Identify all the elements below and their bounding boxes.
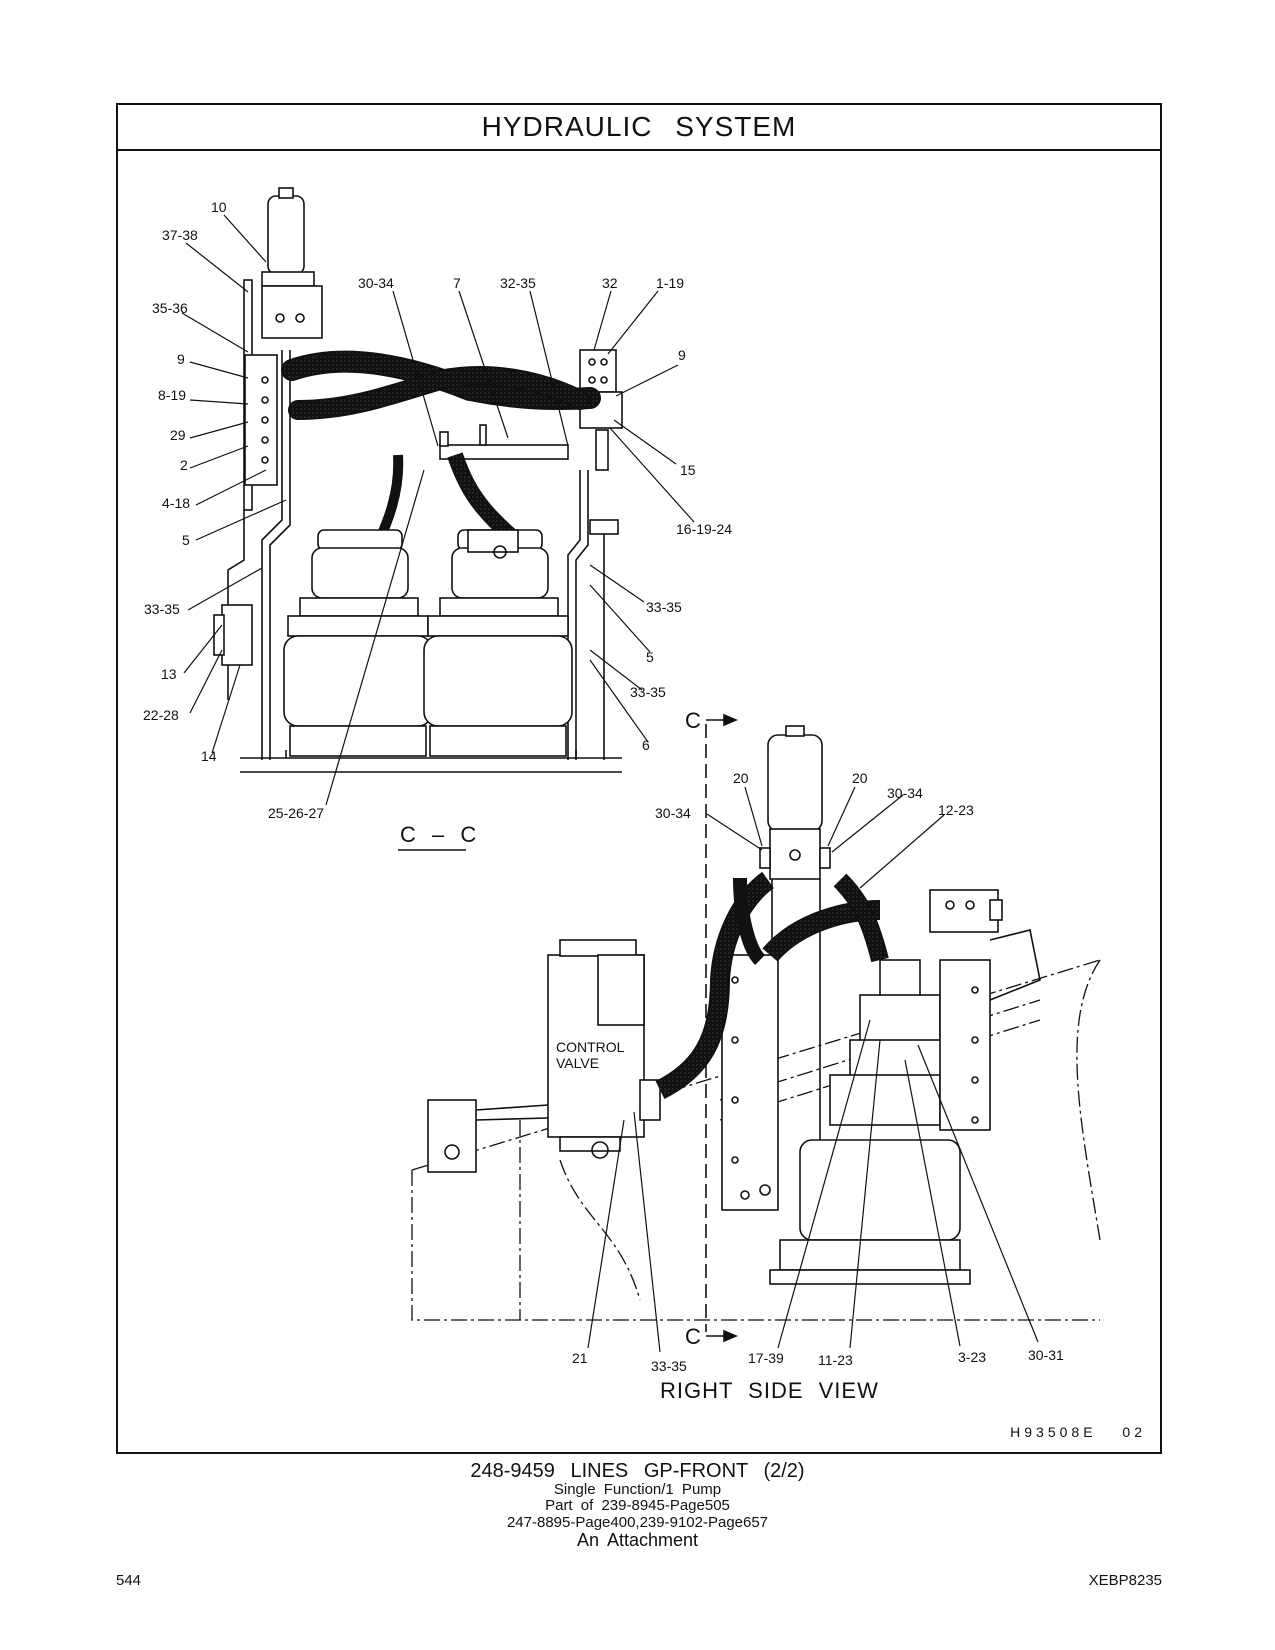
side-pump	[769, 959, 971, 1285]
callout-33-35-side: 33-35	[651, 1358, 687, 1374]
callout-8-19: 8-19	[158, 387, 186, 403]
section-marker-top: C	[685, 708, 702, 733]
callout-5-right: 5	[646, 649, 654, 665]
side-hoses	[655, 871, 889, 1099]
callout-30-34-right: 30-34	[887, 785, 923, 801]
title-bar: HYDRAULIC SYSTEM	[118, 105, 1160, 151]
caption-line-3: 247-8895-Page400,239-9102-Page657	[506, 1514, 769, 1531]
callout-16-19-24: 16-19-24	[676, 521, 732, 537]
section-c-c-view	[181, 187, 695, 806]
left-bracket	[213, 279, 291, 760]
page-title: HYDRAULIC SYSTEM	[481, 111, 797, 142]
drawing-frame: HYDRAULIC SYSTEM H93508E 02	[116, 103, 1162, 1454]
section-view-callouts: 10 37-38 30-34 7 32-35 32 1-19 35-36 9 9…	[143, 199, 732, 821]
side-bracket-right	[929, 889, 1041, 1131]
callout-3-23: 3-23	[958, 1349, 986, 1365]
callout-12-23: 12-23	[938, 802, 974, 818]
callout-1-19: 1-19	[656, 275, 684, 291]
callout-37-38: 37-38	[162, 227, 198, 243]
callout-32-35: 32-35	[500, 275, 536, 291]
callout-4-18: 4-18	[162, 495, 190, 511]
section-marker-bottom: C	[685, 1324, 702, 1349]
callout-20-right: 20	[852, 770, 868, 786]
callout-9-left: 9	[177, 351, 185, 367]
callout-17-39: 17-39	[748, 1350, 784, 1366]
side-view-callouts: 20 20 30-34 30-34 12-23 21 33-35 17-39 1…	[572, 770, 1064, 1374]
callout-30-34-left: 30-34	[655, 805, 691, 821]
callout-10: 10	[211, 199, 227, 215]
callout-5-left: 5	[182, 532, 190, 548]
control-valve-label-1: CONTROL	[556, 1039, 625, 1055]
side-view-label: RIGHT SIDE VIEW	[660, 1378, 879, 1403]
callout-7: 7	[453, 275, 461, 291]
base-rail	[240, 750, 622, 773]
callout-22-28: 22-28	[143, 707, 179, 723]
callout-2: 2	[180, 457, 188, 473]
callout-20-left: 20	[733, 770, 749, 786]
leader-lines	[181, 214, 695, 806]
callout-11-23: 11-23	[818, 1352, 853, 1368]
caption-line-1: Single Function/1 Pump	[553, 1481, 722, 1498]
side-leader-lines	[587, 786, 1039, 1353]
caption-main: 248-9459 LINES GP-FRONT (2/2)	[470, 1460, 805, 1482]
section-view-label: C – C	[400, 822, 477, 847]
callout-33-35-right-a: 33-35	[646, 599, 682, 615]
crossover-tube	[439, 424, 569, 460]
callout-32: 32	[602, 275, 618, 291]
callout-13: 13	[161, 666, 177, 682]
callout-35-36: 35-36	[152, 300, 188, 316]
right-side-view	[411, 713, 1101, 1353]
drawing-number: H93508E 02	[1010, 1424, 1146, 1440]
page-number: 544	[116, 1572, 142, 1589]
solenoid-left	[427, 1099, 549, 1173]
callout-30-31: 30-31	[1028, 1347, 1064, 1363]
callout-6: 6	[642, 737, 650, 753]
callout-33-35-left: 33-35	[144, 601, 180, 617]
callout-25-26-27: 25-26-27	[268, 805, 324, 821]
side-column	[721, 879, 821, 1211]
document-code: XEBP8235	[1088, 1572, 1162, 1589]
pump-right	[423, 529, 573, 757]
right-bracket	[567, 349, 623, 760]
callout-21: 21	[572, 1350, 588, 1366]
caption-line-2: Part of 239-8945-Page505	[545, 1497, 730, 1514]
caption-line-4: An Attachment	[576, 1530, 699, 1550]
pump-left	[283, 529, 433, 757]
callout-29: 29	[170, 427, 186, 443]
callout-33-35-right-b: 33-35	[630, 684, 666, 700]
side-filter	[759, 725, 831, 880]
callout-30-34: 30-34	[358, 275, 394, 291]
callout-9-right: 9	[678, 347, 686, 363]
filter-canister	[261, 187, 323, 339]
callout-14: 14	[201, 748, 217, 764]
callout-15: 15	[680, 462, 696, 478]
control-valve-label-2: VALVE	[556, 1055, 599, 1071]
control-valve	[547, 939, 661, 1159]
